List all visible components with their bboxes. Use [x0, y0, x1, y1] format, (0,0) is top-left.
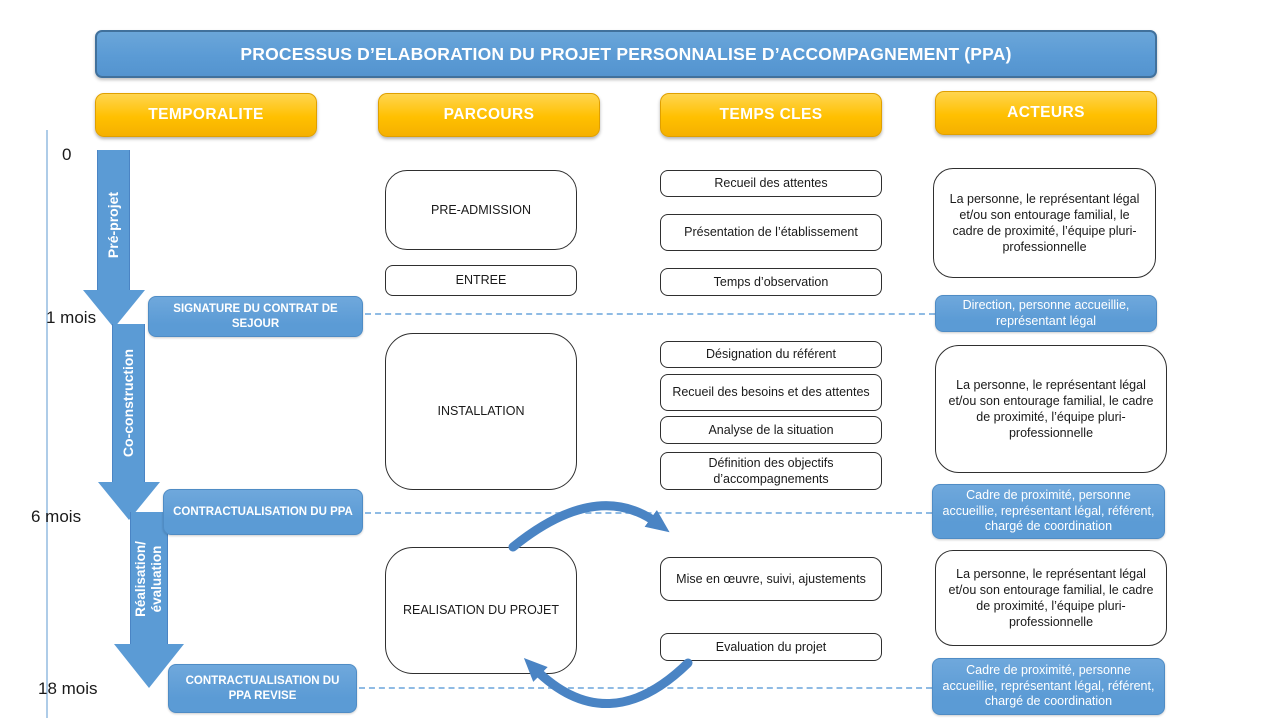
- phase-label-line: Pré-projet: [104, 191, 121, 259]
- phase-arrow-realisation-evaluation: [130, 512, 168, 644]
- parcours-box-realisation-du-projet: REALISATION DU PROJET: [385, 547, 577, 674]
- arrow-down-icon: [83, 290, 145, 328]
- column-header-label: TEMPORALITE: [148, 106, 264, 123]
- time-marker-0: 0: [62, 145, 72, 164]
- title-banner: PROCESSUS D’ELABORATION DU PROJET PERSON…: [95, 30, 1157, 78]
- parcours-box-entree: ENTREE: [385, 265, 577, 296]
- phase-label-line: Co-construction: [119, 348, 136, 458]
- temps-cles-box-designation-referent: Désignation du référent: [660, 341, 882, 368]
- temps-cles-box-evaluation-projet: Evaluation du projet: [660, 633, 882, 661]
- phase-label-line: Réalisation/: [133, 541, 149, 617]
- cycle-arrow-bottom-icon: [523, 658, 693, 708]
- phase-label-pre-projet: Pré-projet: [96, 145, 130, 305]
- acteurs-highlight-cadre-proximite-2: Cadre de proximité, personne accueillie,…: [932, 658, 1165, 715]
- temps-cles-box-temps-observation: Temps d’observation: [660, 268, 882, 296]
- phase-label-line: évaluation: [149, 545, 164, 613]
- acteurs-highlight-cadre-proximite-1: Cadre de proximité, personne accueillie,…: [932, 484, 1165, 539]
- time-marker-6-mois: 6 mois: [31, 507, 82, 526]
- parcours-box-pre-admission: PRE-ADMISSION: [385, 170, 577, 250]
- temps-cles-box-recueil-besoins: Recueil des besoins et des attentes: [660, 374, 882, 411]
- parcours-box-installation: INSTALLATION: [385, 333, 577, 490]
- column-header-parcours: PARCOURS: [378, 93, 600, 137]
- acteurs-highlight-direction: Direction, personne accueillie, représen…: [935, 295, 1157, 332]
- acteurs-box-2: La personne, le représentant légal et/ou…: [935, 345, 1167, 473]
- connector-dashed-line-3: [359, 687, 932, 689]
- temps-cles-box-presentation-etablissement: Présentation de l’établissement: [660, 214, 882, 251]
- temps-cles-box-recueil-attentes: Recueil des attentes: [660, 170, 882, 197]
- page-title: PROCESSUS D’ELABORATION DU PROJET PERSON…: [240, 43, 1012, 64]
- column-header-temporalite: TEMPORALITE: [95, 93, 317, 137]
- temps-cles-box-analyse-situation: Analyse de la situation: [660, 416, 882, 444]
- temps-cles-box-definition-objectifs: Définition des objectifs d’accompagnemen…: [660, 452, 882, 490]
- milestone-signature-contrat-sejour: SIGNATURE DU CONTRAT DE SEJOUR: [148, 296, 363, 337]
- column-header-label: TEMPS CLES: [719, 106, 823, 123]
- milestone-contractualisation-ppa-revise: CONTRACTUALISATION DU PPA REVISE: [168, 664, 357, 713]
- cycle-arrow-top-icon: [508, 501, 670, 552]
- acteurs-box-3: La personne, le représentant légal et/ou…: [935, 550, 1167, 646]
- timeline-axis: [46, 130, 48, 718]
- acteurs-box-1: La personne, le représentant légal et/ou…: [933, 168, 1156, 278]
- column-header-acteurs: ACTEURS: [935, 91, 1157, 135]
- time-marker-18-mois: 18 mois: [38, 679, 98, 698]
- column-header-temps-cles: TEMPS CLES: [660, 93, 882, 137]
- phase-arrow-pre-projet: [97, 150, 130, 292]
- milestone-contractualisation-ppa: CONTRACTUALISATION DU PPA: [163, 489, 363, 535]
- column-header-label: ACTEURS: [1007, 104, 1085, 121]
- temps-cles-box-mise-en-oeuvre: Mise en œuvre, suivi, ajustements: [660, 557, 882, 601]
- phase-arrow-co-construction: [112, 324, 145, 482]
- phase-label-co-construction: Co-construction: [111, 318, 145, 488]
- connector-dashed-line-1: [365, 313, 935, 315]
- column-header-label: PARCOURS: [443, 106, 535, 123]
